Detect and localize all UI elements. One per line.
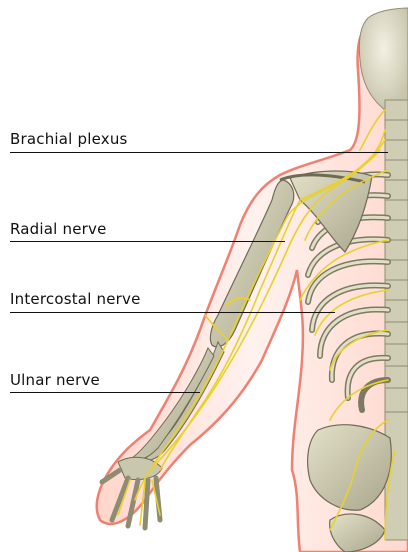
leader-line-intercostal-nerve xyxy=(10,312,335,313)
leader-line-ulnar-nerve xyxy=(10,392,200,393)
leader-line-radial-nerve xyxy=(10,241,285,242)
label-ulnar-nerve: Ulnar nerve xyxy=(10,371,100,389)
label-radial-nerve: Radial nerve xyxy=(10,220,107,238)
label-brachial-plexus: Brachial plexus xyxy=(10,130,128,148)
leader-line-brachial-plexus xyxy=(10,152,388,153)
label-intercostal-nerve: Intercostal nerve xyxy=(10,290,141,308)
